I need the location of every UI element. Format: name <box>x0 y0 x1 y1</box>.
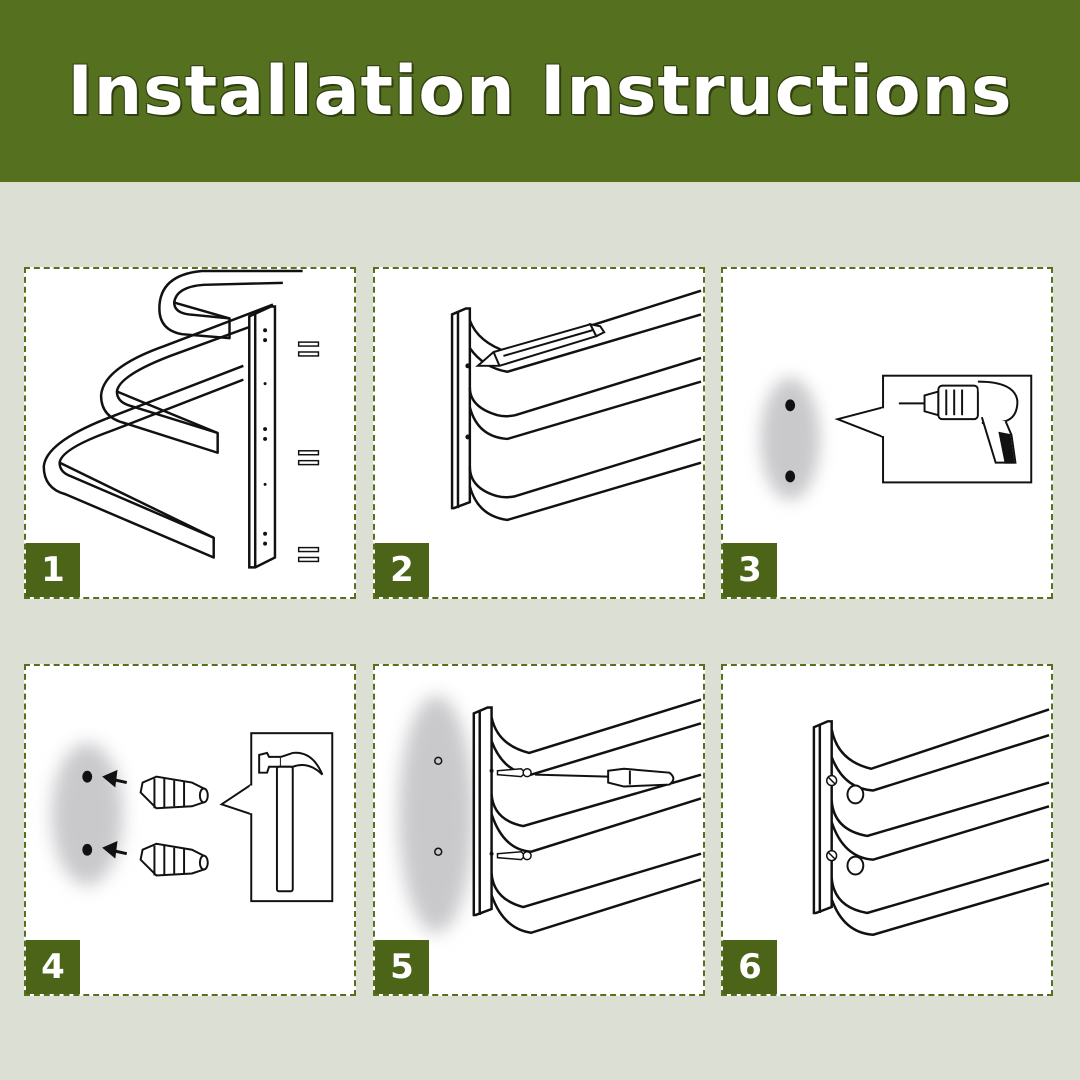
step-3-illustration <box>760 374 1033 501</box>
step-1-panel: 1 <box>24 267 356 599</box>
top-rail <box>490 698 702 755</box>
bottom-rail <box>830 858 1050 915</box>
top-rail <box>830 708 1050 771</box>
step-4-panel: 4 <box>24 664 356 996</box>
step-2-panel: 2 <box>373 267 705 599</box>
step-5-illustration <box>398 695 702 935</box>
plate-holes <box>263 328 268 546</box>
step-1-illustration <box>42 269 320 569</box>
step-4-badge: 4 <box>26 940 80 994</box>
step-1-badge: 1 <box>26 543 80 597</box>
hammer-icon <box>258 751 324 893</box>
bottom-rail <box>42 364 244 559</box>
step-6-illustration <box>812 708 1050 936</box>
step-4-illustration <box>51 732 334 903</box>
step-2-badge: 2 <box>375 543 429 597</box>
mounting-plate <box>812 720 833 915</box>
top-rail <box>468 289 702 354</box>
screw-head-icon <box>825 774 838 862</box>
middle-rail <box>99 303 274 454</box>
drill-icon <box>898 380 1019 464</box>
wall-spot <box>760 377 820 501</box>
page-title: Installation Instructions <box>67 51 1013 131</box>
mounting-plate <box>472 706 493 917</box>
wall-spot <box>398 695 474 933</box>
mounting-plate <box>450 307 472 510</box>
wall-holes <box>82 770 93 856</box>
screws <box>297 341 320 563</box>
step-6-badge: 6 <box>723 940 777 994</box>
step-5-panel: 5 <box>373 664 705 996</box>
wall-anchor-icon <box>139 775 209 877</box>
bottom-rail <box>468 437 702 499</box>
middle-rail <box>490 773 702 828</box>
step-2-illustration <box>450 289 702 522</box>
drilled-holes <box>785 399 796 483</box>
middle-rail <box>468 356 702 418</box>
screwdriver-icon <box>535 767 675 788</box>
wall-spot <box>51 743 123 886</box>
mounting-plate <box>248 305 277 569</box>
rails <box>490 698 702 935</box>
screw-icon <box>496 767 532 861</box>
step-6-panel: 6 <box>721 664 1053 996</box>
marked-holes <box>465 363 471 440</box>
rails <box>830 708 1050 936</box>
step-3-badge: 3 <box>723 543 777 597</box>
wall-anchors-in-wall <box>434 756 443 856</box>
middle-rail <box>830 781 1050 838</box>
step-3-panel: 3 <box>721 267 1053 599</box>
top-rail <box>158 269 303 340</box>
bottom-rail <box>490 852 702 909</box>
step-5-badge: 5 <box>375 940 429 994</box>
rail-end-cap-icon <box>846 784 865 876</box>
header-banner: Installation Instructions <box>0 0 1080 182</box>
arrow-icon <box>102 769 128 859</box>
pencil-icon <box>475 322 606 367</box>
